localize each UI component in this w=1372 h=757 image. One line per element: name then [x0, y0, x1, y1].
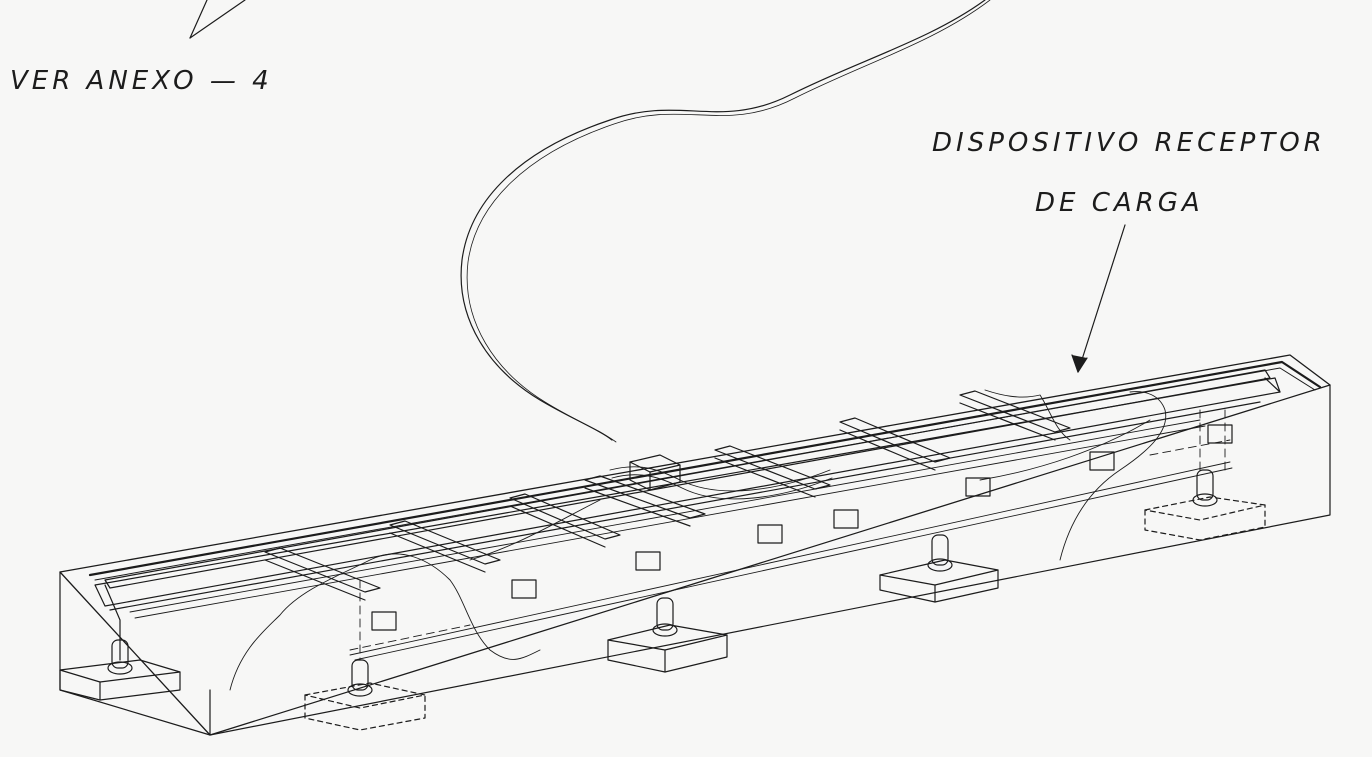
- load-cell-mid-1: [608, 598, 727, 672]
- cable-line: [461, 0, 985, 440]
- inner-rails: [130, 420, 1232, 660]
- load-cell-front-center: [305, 660, 425, 730]
- device-label-line2: DE CARGA: [1035, 188, 1204, 218]
- cable-line-shadow: [467, 0, 990, 442]
- beam-end-blocks: [372, 425, 1232, 630]
- load-cell-rear-right: [1145, 470, 1265, 540]
- platform-frame: [95, 370, 1280, 660]
- device-leader-arrow: [1072, 225, 1125, 372]
- annex-reference-label: VER ANEXO — 4: [10, 66, 273, 96]
- cross-beams: [265, 391, 1070, 600]
- load-cell-mid-2: [880, 535, 998, 602]
- junction-box: [630, 455, 680, 490]
- concrete-pit: [60, 355, 1330, 735]
- load-cell-front-left: [60, 640, 180, 700]
- hidden-lines: [350, 410, 1230, 660]
- annex-leader-arrow: [190, 0, 245, 38]
- device-label-line1: DISPOSITIVO RECEPTOR: [932, 128, 1326, 158]
- break-lines: [230, 390, 1166, 690]
